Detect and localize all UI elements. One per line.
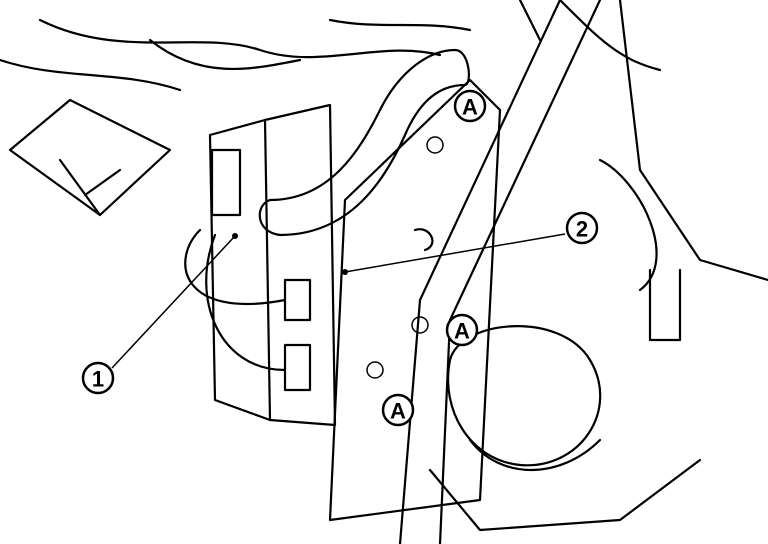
frame-strut xyxy=(398,0,768,544)
svg-text:2: 2 xyxy=(576,217,588,242)
round-component xyxy=(428,325,702,532)
leader-line-1 xyxy=(111,235,236,369)
svg-text:A: A xyxy=(454,319,470,344)
wire-harness xyxy=(0,0,662,92)
hose xyxy=(258,48,470,237)
connector-block xyxy=(8,98,172,217)
control-unit xyxy=(184,103,337,427)
callout-1: 1 xyxy=(81,361,115,395)
callout-2: 2 xyxy=(565,211,599,245)
bracket-panel xyxy=(328,78,502,522)
svg-text:1: 1 xyxy=(92,367,104,392)
svg-text:A: A xyxy=(390,399,406,424)
callout-a-bottom: A xyxy=(381,393,415,427)
callout-a-top: A xyxy=(453,89,487,123)
callout-a-middle: A xyxy=(445,313,479,347)
leader-line-2 xyxy=(344,233,566,273)
svg-text:A: A xyxy=(462,95,478,120)
